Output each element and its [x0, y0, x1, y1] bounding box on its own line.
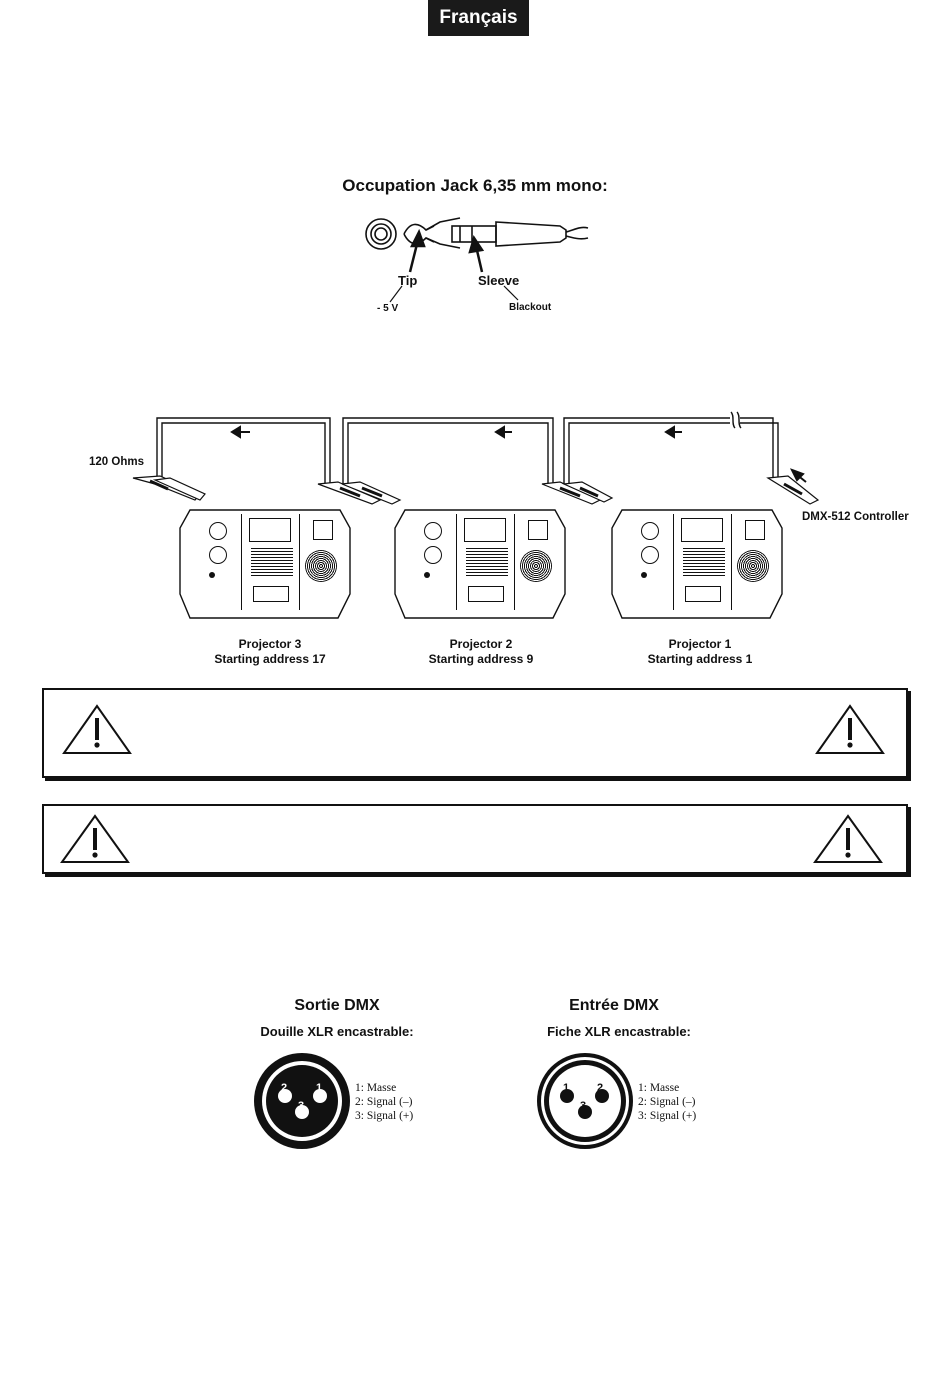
output-pin-2: 2: [281, 1082, 288, 1094]
warning-box-1: [42, 688, 908, 778]
jack-sleeve-value: Blackout: [509, 302, 552, 313]
input-pin-3: 3: [580, 1100, 587, 1112]
dmx-cables: [156, 411, 779, 485]
jack-arrows: [389, 228, 519, 303]
jack-plug-illustration: [365, 217, 589, 250]
warning-marks: [92, 718, 853, 858]
output-connector-title: Sortie DMX: [294, 997, 380, 1014]
input-pin-desc: 2: Signal (–): [638, 1096, 696, 1108]
output-pin-1: 1: [316, 1082, 323, 1094]
projector-3-label: Projector 3 Starting address 17: [190, 637, 350, 667]
input-pin-2: 2: [597, 1082, 604, 1094]
warning-triangles: [60, 704, 885, 863]
projector-3-name: Projector 3: [238, 637, 302, 651]
input-pin-desc: 1: Masse: [638, 1082, 680, 1094]
projector-3-panel: [191, 514, 341, 610]
projector-1-address: Starting address 1: [647, 652, 753, 666]
input-connector-title: Entrée DMX: [569, 997, 659, 1014]
output-pin-3: 3: [298, 1100, 305, 1112]
input-pin-list: 1: Masse 2: Signal (–) 3: Signal (+): [638, 1081, 696, 1123]
projector-1-label: Projector 1 Starting address 1: [620, 637, 780, 667]
projector-panels: [179, 509, 783, 619]
projector-1-panel: [623, 514, 773, 610]
terminator-label: 120 Ohms: [89, 456, 144, 468]
output-connector-subtitle: Douille XLR encastrable:: [260, 1024, 414, 1039]
input-pin-1: 1: [563, 1082, 570, 1094]
projector-2-name: Projector 2: [449, 637, 513, 651]
jack-title: Occupation Jack 6,35 mm mono:: [342, 176, 608, 195]
output-pin-desc: 3: Signal (+): [355, 1110, 414, 1122]
cable-plugs: [132, 475, 820, 505]
projector-2-panel: [406, 514, 556, 610]
input-pin-desc: 3: Signal (+): [638, 1110, 697, 1122]
xlr-input-plug: [537, 1053, 633, 1149]
output-pin-desc: 1: Masse: [355, 1082, 397, 1094]
jack-tip-value: - 5 V: [377, 303, 399, 314]
projector-2-address: Starting address 9: [428, 652, 534, 666]
xlr-output-socket: [254, 1053, 350, 1149]
projector-1-name: Projector 1: [668, 637, 732, 651]
projector-2-label: Projector 2 Starting address 9: [401, 637, 561, 667]
controller-label: DMX-512 Controller: [802, 511, 909, 523]
jack-sleeve-label: Sleeve: [478, 273, 520, 288]
flow-arrows: [230, 425, 807, 483]
projector-3-address: Starting address 17: [214, 652, 326, 666]
input-connector-subtitle: Fiche XLR encastrable:: [547, 1024, 691, 1039]
jack-tip-label: Tip: [398, 273, 418, 288]
output-pin-list: 1: Masse 2: Signal (–) 3: Signal (+): [355, 1081, 413, 1123]
warning-box-2: [42, 804, 908, 874]
language-badge: Français: [428, 0, 529, 36]
output-pin-desc: 2: Signal (–): [355, 1096, 413, 1108]
